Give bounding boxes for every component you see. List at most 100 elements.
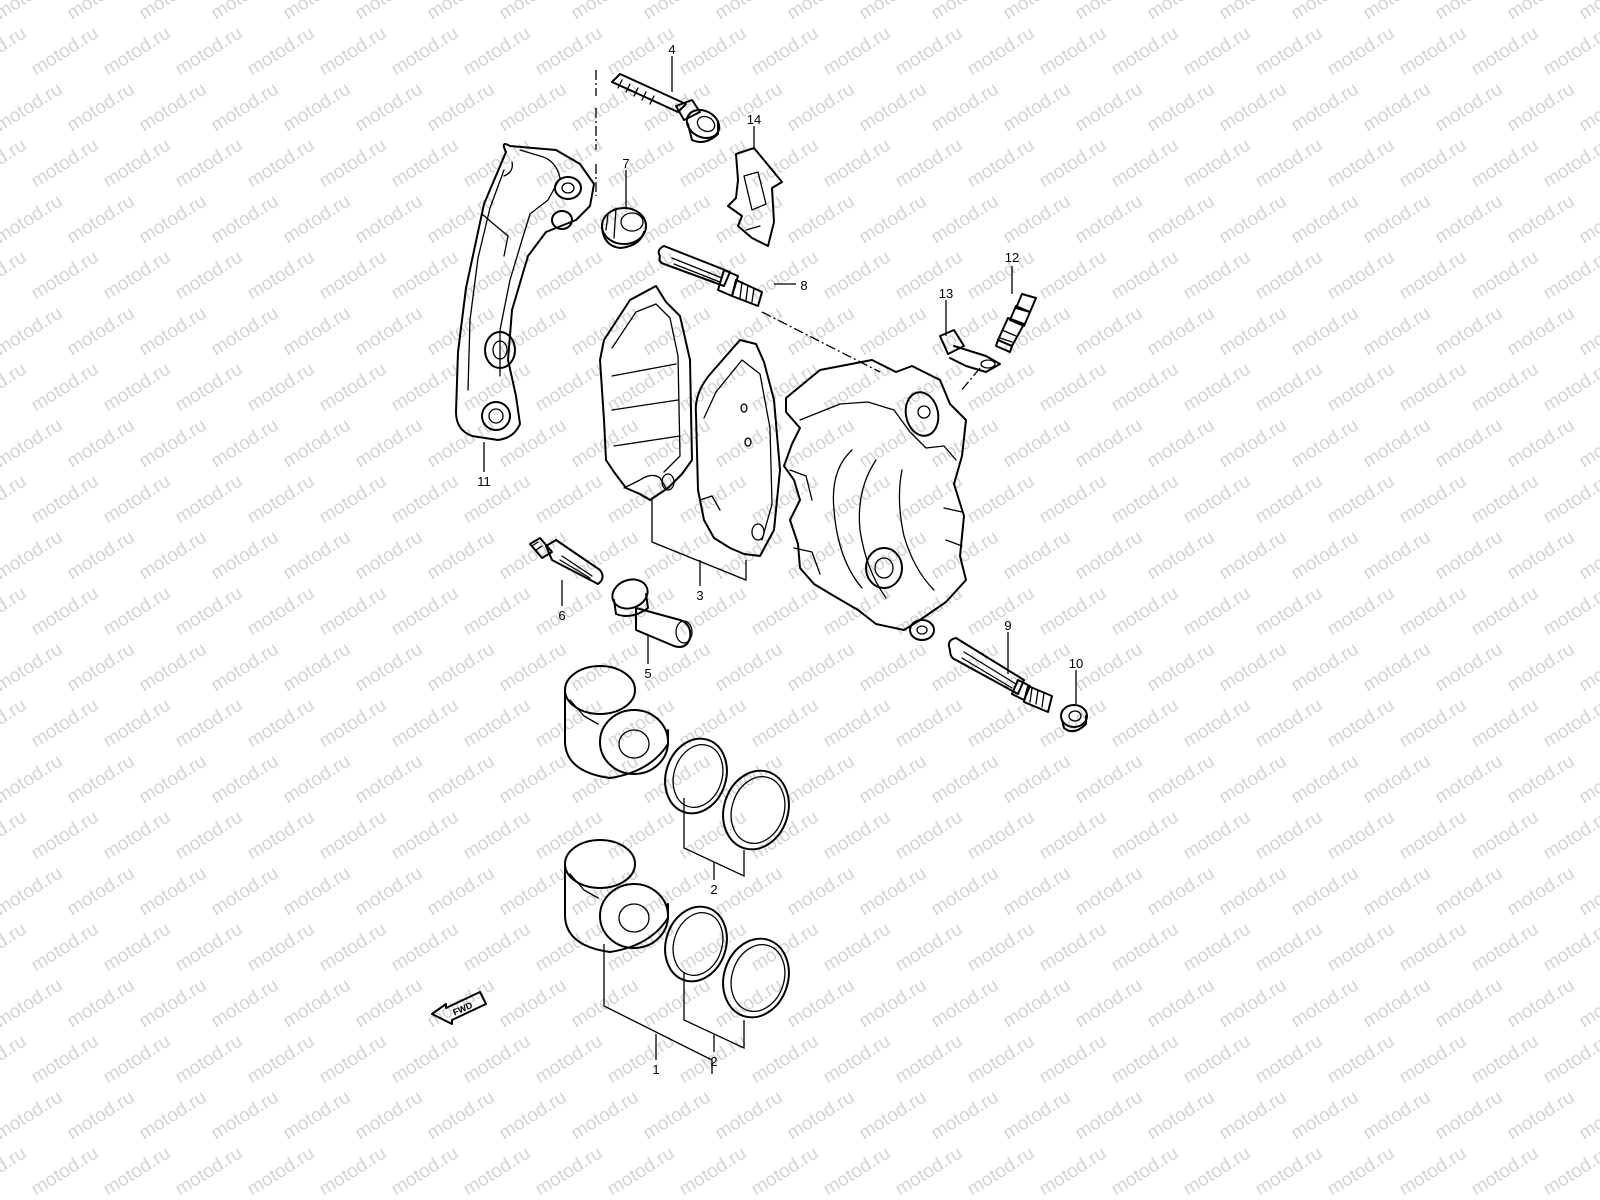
watermark-text: motod.ru — [1072, 527, 1147, 585]
watermark-text: motod.ru — [0, 751, 66, 809]
watermark-text: motod.ru — [1468, 247, 1543, 305]
watermark-text: motod.ru — [532, 359, 607, 417]
watermark-text: motod.ru — [388, 919, 463, 977]
watermark-text: motod.ru — [0, 1143, 30, 1200]
watermark-text: motod.ru — [280, 639, 355, 697]
boot-7 — [601, 207, 647, 249]
watermark-text: motod.ru — [856, 0, 931, 24]
watermark-text: motod.ru — [1252, 247, 1327, 305]
watermark-text: motod.ru — [928, 303, 1003, 361]
watermark-text: motod.ru — [1252, 1031, 1327, 1089]
watermark-text: motod.ru — [1216, 863, 1291, 921]
watermark-text: motod.ru — [1144, 639, 1219, 697]
watermark-text: motod.ru — [136, 0, 211, 24]
watermark-text: motod.ru — [0, 303, 66, 361]
watermark-text: motod.ru — [64, 975, 139, 1033]
watermark-text: motod.ru — [568, 975, 643, 1033]
watermark-text: motod.ru — [964, 583, 1039, 641]
watermark-text: motod.ru — [856, 639, 931, 697]
watermark-text: motod.ru — [0, 359, 30, 417]
watermark-text: motod.ru — [316, 1143, 391, 1200]
watermark-text: motod.ru — [1108, 471, 1183, 529]
watermark-text: motod.ru — [856, 191, 931, 249]
watermark-text: motod.ru — [1000, 975, 1075, 1033]
watermark-text: motod.ru — [1072, 79, 1147, 137]
watermark-text: motod.ru — [1072, 191, 1147, 249]
watermark-text: motod.ru — [208, 975, 283, 1033]
watermark-text: motod.ru — [0, 863, 66, 921]
watermark-text: motod.ru — [532, 1031, 607, 1089]
watermark-text: motod.ru — [856, 863, 931, 921]
pad-pin-6 — [529, 537, 604, 585]
watermark-text: motod.ru — [1072, 0, 1147, 24]
slide-pin-8 — [657, 245, 763, 307]
watermark-text: motod.ru — [1216, 527, 1291, 585]
watermark-text: motod.ru — [244, 919, 319, 977]
watermark-text: motod.ru — [1144, 0, 1219, 24]
piston-1-lower — [564, 839, 669, 953]
watermark-text: motod.ru — [820, 247, 895, 305]
watermark-text: motod.ru — [1360, 0, 1435, 24]
watermark-text: motod.ru — [1396, 471, 1471, 529]
callout-3: 3 — [696, 588, 703, 603]
watermark-text: motod.ru — [568, 79, 643, 137]
watermark-text: motod.ru — [352, 863, 427, 921]
watermark-text: motod.ru — [100, 807, 175, 865]
watermark-text: motod.ru — [172, 23, 247, 81]
watermark-text: motod.ru — [784, 975, 859, 1033]
watermark-text: motod.ru — [676, 583, 751, 641]
watermark-text: motod.ru — [424, 751, 499, 809]
watermark-text: motod.ru — [172, 583, 247, 641]
watermark-text: motod.ru — [820, 23, 895, 81]
watermark-text: motod.ru — [820, 1143, 895, 1200]
watermark-text: motod.ru — [892, 247, 967, 305]
watermark-text: motod.ru — [424, 863, 499, 921]
watermark-text: motod.ru — [964, 135, 1039, 193]
watermark-text: motod.ru — [1468, 135, 1543, 193]
watermark-text: motod.ru — [1252, 695, 1327, 753]
watermark-text: motod.ru — [1504, 1087, 1579, 1145]
watermark-text: motod.ru — [280, 79, 355, 137]
watermark-text: motod.ru — [820, 807, 895, 865]
watermark-text: motod.ru — [928, 1087, 1003, 1145]
brake-pad-3-outer — [599, 285, 693, 501]
watermark-text: motod.ru — [28, 471, 103, 529]
watermark-text: motod.ru — [100, 247, 175, 305]
watermark-text: motod.ru — [1540, 1031, 1600, 1089]
watermark-text: motod.ru — [1072, 975, 1147, 1033]
watermark-text: motod.ru — [172, 695, 247, 753]
watermark-text: motod.ru — [1504, 191, 1579, 249]
seal-2-upper-b — [722, 769, 790, 851]
watermark-text: motod.ru — [1504, 303, 1579, 361]
watermark-text: motod.ru — [1000, 1087, 1075, 1145]
watermark-text: motod.ru — [1036, 359, 1111, 417]
watermark-text: motod.ru — [820, 919, 895, 977]
watermark-text: motod.ru — [1396, 695, 1471, 753]
watermark-text: motod.ru — [208, 751, 283, 809]
assembly-centerlines — [595, 70, 981, 393]
watermark-text: motod.ru — [28, 695, 103, 753]
watermark-text: motod.ru — [1108, 135, 1183, 193]
watermark-text: motod.ru — [1360, 863, 1435, 921]
watermark-text: motod.ru — [100, 471, 175, 529]
watermark-text: motod.ru — [1144, 975, 1219, 1033]
watermark-text: motod.ru — [784, 191, 859, 249]
watermark-text: motod.ru — [208, 1087, 283, 1145]
watermark-text: motod.ru — [244, 135, 319, 193]
watermark-text: motod.ru — [316, 471, 391, 529]
watermark-text: motod.ru — [1072, 415, 1147, 473]
watermark-text: motod.ru — [1540, 247, 1600, 305]
watermark-text: motod.ru — [244, 807, 319, 865]
watermark-text: motod.ru — [1216, 79, 1291, 137]
watermark-text: motod.ru — [1504, 415, 1579, 473]
watermark-text: motod.ru — [100, 1143, 175, 1200]
watermark-text: motod.ru — [1540, 695, 1600, 753]
watermark-text: motod.ru — [460, 919, 535, 977]
watermark-text: motod.ru — [928, 863, 1003, 921]
watermark-text: motod.ru — [1576, 639, 1600, 697]
watermark-text: motod.ru — [28, 583, 103, 641]
watermark-text: motod.ru — [352, 191, 427, 249]
caliper-body — [783, 359, 967, 641]
watermark-text: motod.ru — [892, 135, 967, 193]
watermark-text: motod.ru — [1000, 751, 1075, 809]
